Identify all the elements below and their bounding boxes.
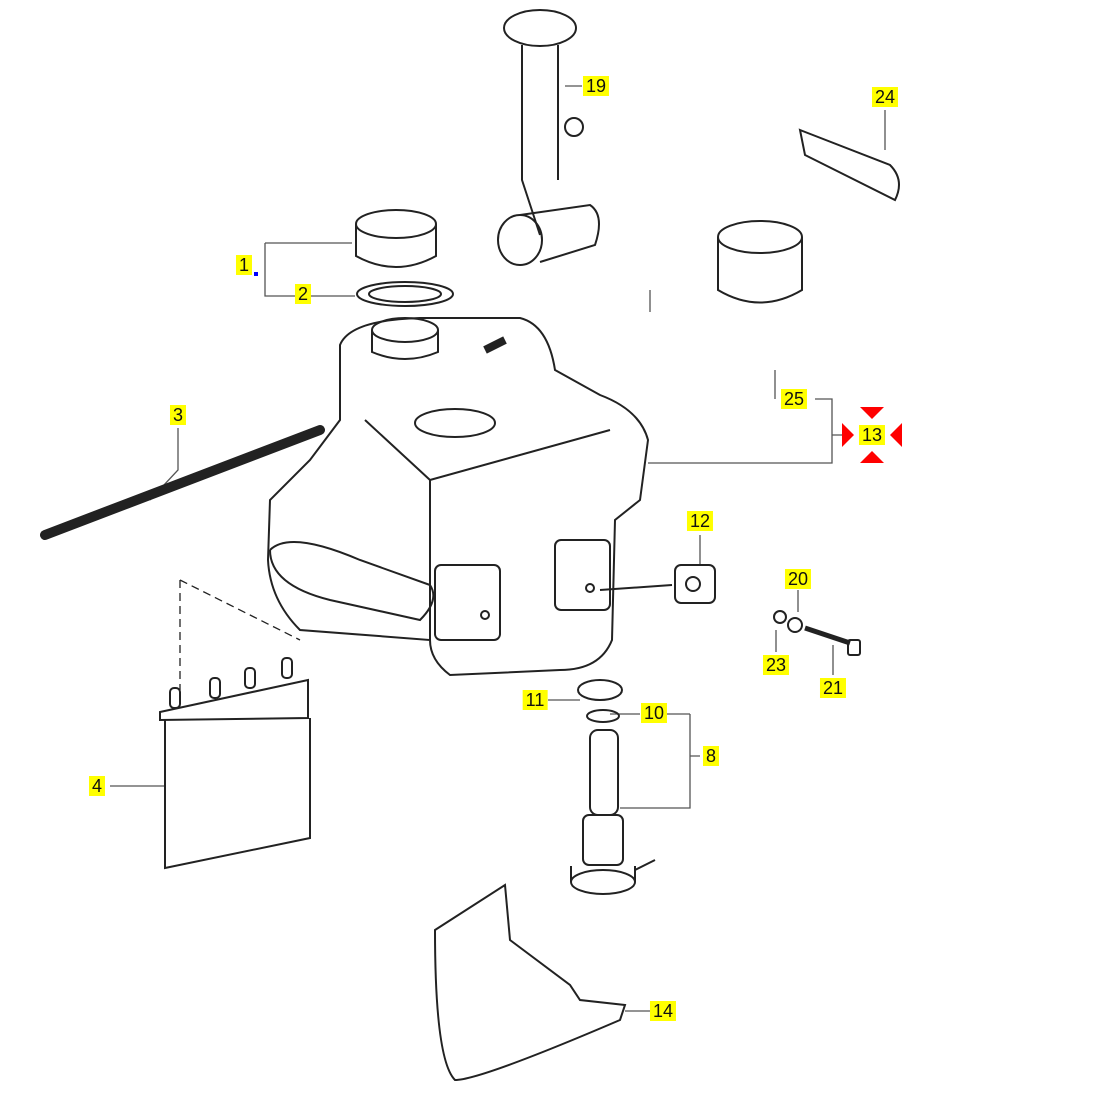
callout-12[interactable]: 12 [686,511,714,531]
callout-20[interactable]: 20 [784,569,812,589]
tube-piece [798,128,900,202]
callout-23[interactable]: 23 [762,655,790,675]
mounting-bracket [159,579,311,870]
callout-11[interactable]: 11 [522,690,548,710]
callout-25[interactable]: 25 [780,389,808,409]
fuel-tap [570,679,656,895]
callout-3[interactable]: 3 [169,405,187,425]
leader-lines [110,85,886,1012]
callout-24[interactable]: 24 [871,87,899,107]
callout-10[interactable]: 10 [640,703,668,723]
callout-21[interactable]: 21 [819,678,847,698]
callout-4[interactable]: 4 [88,776,106,796]
callout-8[interactable]: 8 [702,746,720,766]
fuel-tank [266,317,650,677]
callout-14[interactable]: 14 [649,1001,677,1021]
rubber-clip [674,564,716,604]
filter-ring [717,220,803,304]
filler-cap [355,209,454,307]
callout-2[interactable]: 2 [294,284,312,304]
selection-marker-icon [842,407,902,463]
callout-1[interactable]: 1 [235,255,253,275]
screw-assembly [773,610,861,656]
callout-19[interactable]: 19 [582,76,610,96]
callout-13[interactable]: 13 [858,425,886,445]
filler-neck [497,9,600,266]
anchor-dot [254,272,258,276]
cover [433,883,627,1082]
hose [40,425,325,540]
